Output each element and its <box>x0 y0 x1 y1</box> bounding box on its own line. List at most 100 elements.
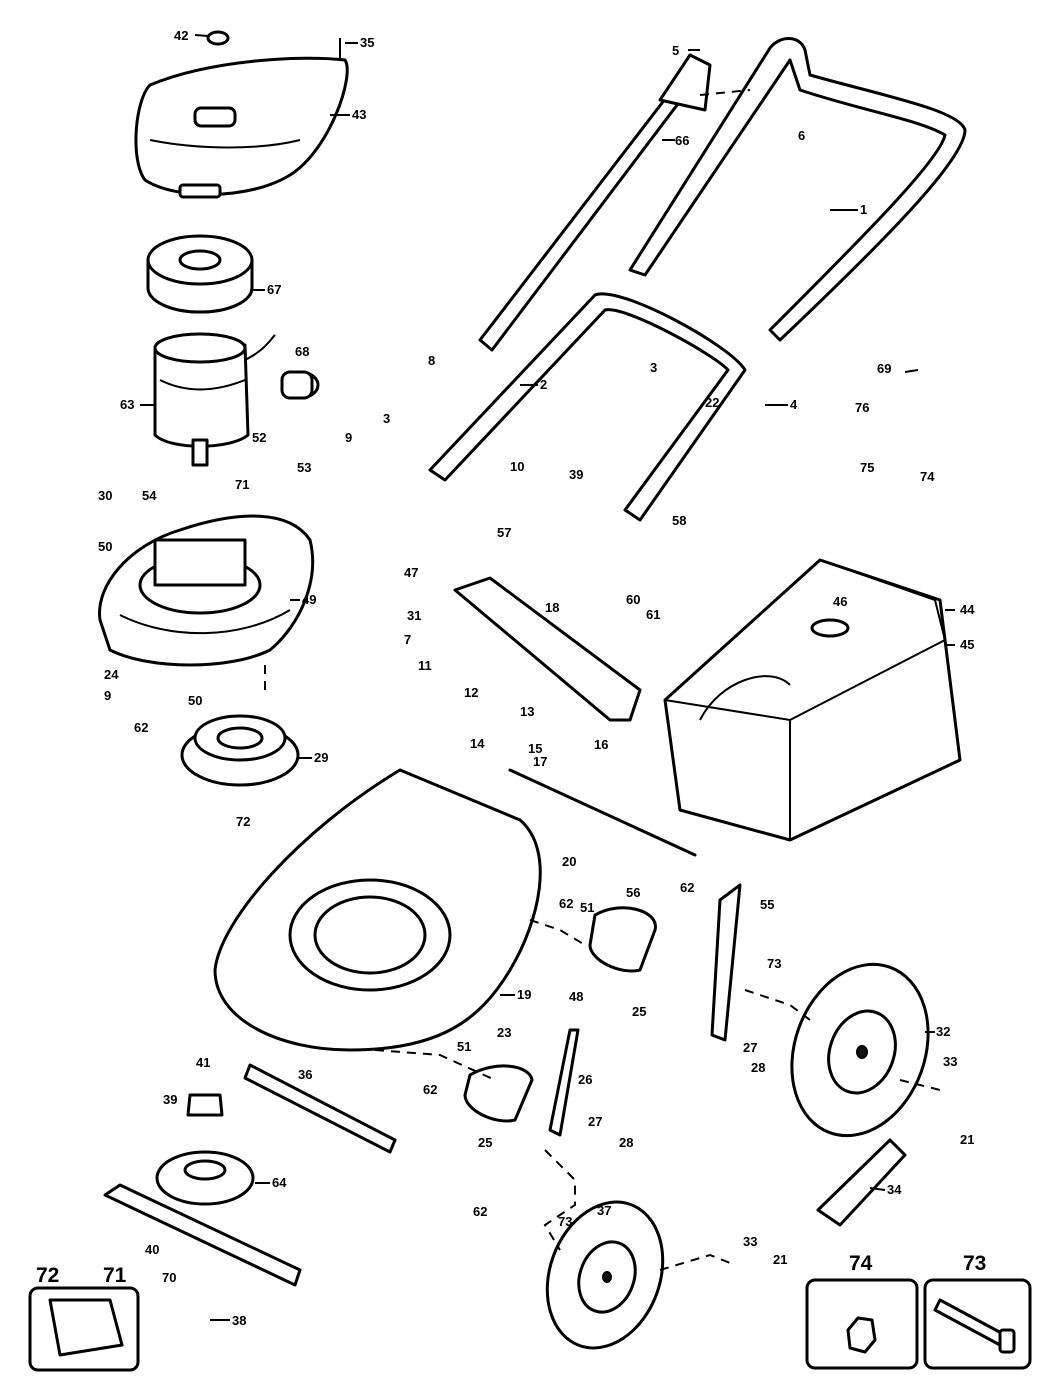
callout-13: 13 <box>520 704 534 719</box>
callout-68: 68 <box>295 344 309 359</box>
leader-lines <box>140 34 955 1321</box>
callout-15: 15 <box>528 741 542 756</box>
callout-35: 35 <box>360 35 374 50</box>
callout-66: 66 <box>675 133 689 148</box>
fan-67 <box>146 234 254 314</box>
plate-56 <box>588 906 657 973</box>
callout-22: 22 <box>705 395 719 410</box>
callout-17: 17 <box>533 754 547 769</box>
callout-38: 38 <box>232 1313 246 1328</box>
capacitor-68 <box>280 370 320 400</box>
cup-29 <box>180 714 300 787</box>
callout-2: 2 <box>540 377 547 392</box>
callout-52: 52 <box>252 430 266 445</box>
callout-61: 61 <box>646 607 660 622</box>
callout-60: 60 <box>626 592 640 607</box>
callout-42: 42 <box>174 28 188 43</box>
callout-12: 12 <box>464 685 478 700</box>
callout-27-right: 27 <box>743 1040 757 1055</box>
lever-26 <box>548 1028 580 1137</box>
callout-21-right: 21 <box>960 1132 974 1147</box>
callout-71: 71 <box>235 477 249 492</box>
callout-3-right: 3 <box>650 360 657 375</box>
callout-46: 46 <box>833 594 847 609</box>
bar-36 <box>243 1063 397 1154</box>
callout-44: 44 <box>960 602 975 617</box>
callout-58: 58 <box>672 513 686 528</box>
callout-56: 56 <box>626 885 640 900</box>
motor-housing-49 <box>98 514 315 667</box>
rear-axle-17 <box>508 768 697 857</box>
inset-bag-72-71: 72 71 <box>28 1264 140 1372</box>
callout-64: 64 <box>272 1175 287 1190</box>
callout-30: 30 <box>98 488 112 503</box>
callout-19: 19 <box>517 987 531 1002</box>
callout-47: 47 <box>404 565 418 580</box>
callout-62-top: 62 <box>680 880 694 895</box>
callout-39-upper: 39 <box>569 467 583 482</box>
callout-72: 72 <box>236 814 250 829</box>
grass-box-44-45 <box>663 558 962 842</box>
lower-handle-2 <box>428 292 747 522</box>
callout-10: 10 <box>510 459 524 474</box>
callout-53: 53 <box>297 460 311 475</box>
callout-45: 45 <box>960 637 974 652</box>
blade-40 <box>103 1183 302 1287</box>
callout-9-bottom: 9 <box>104 688 111 703</box>
callout-33-right: 33 <box>943 1054 957 1069</box>
callout-70: 70 <box>162 1270 176 1285</box>
callout-49: 49 <box>302 592 316 607</box>
switch-5 <box>658 53 712 112</box>
upper-handle-1 <box>478 37 967 352</box>
callout-32: 32 <box>936 1024 950 1039</box>
callout-51-bottom: 51 <box>457 1039 471 1054</box>
callout-62-lower: 62 <box>423 1082 437 1097</box>
callout-9-top: 9 <box>345 430 352 445</box>
callout-50-bottom: 50 <box>188 693 202 708</box>
callout-74: 74 <box>920 469 935 484</box>
callout-37: 37 <box>597 1203 611 1218</box>
callout-27-left: 27 <box>588 1114 602 1129</box>
callout-3-left: 3 <box>383 411 390 426</box>
callout-23: 23 <box>497 1025 511 1040</box>
callout-57: 57 <box>497 525 511 540</box>
bag-label-72: 72 <box>36 1264 59 1287</box>
callout-16: 16 <box>594 737 608 752</box>
callout-50-top: 50 <box>98 539 112 554</box>
callout-14: 14 <box>470 736 485 751</box>
callout-20: 20 <box>562 854 576 869</box>
front-wheel-37 <box>545 1200 665 1350</box>
callout-25-right: 25 <box>632 1004 646 1019</box>
callout-73-left: 73 <box>558 1214 572 1229</box>
callout-75: 75 <box>860 460 874 475</box>
callout-67: 67 <box>267 282 281 297</box>
nut-label: 74 <box>849 1252 873 1275</box>
callout-31: 31 <box>407 608 421 623</box>
callout-51-top: 51 <box>580 900 594 915</box>
callout-43: 43 <box>352 107 366 122</box>
callout-39: 39 <box>163 1092 177 1107</box>
adapter-39 <box>186 1093 224 1117</box>
callout-41: 41 <box>196 1055 210 1070</box>
motor-cover <box>134 30 349 199</box>
callout-21-left: 21 <box>773 1252 787 1267</box>
inset-bolt-73: 73 <box>923 1252 1032 1370</box>
blade-hub-64 <box>155 1150 255 1206</box>
deck-19 <box>213 768 542 1052</box>
spanner-34 <box>816 1138 907 1227</box>
callout-40: 40 <box>145 1242 159 1257</box>
callout-76: 76 <box>855 400 869 415</box>
bag-label-71: 71 <box>103 1264 127 1287</box>
callout-labels: 42 35 43 67 68 63 9 52 53 71 30 54 50 49… <box>98 28 975 1328</box>
callout-36: 36 <box>298 1067 312 1082</box>
callout-34: 34 <box>887 1182 902 1197</box>
lever-55 <box>710 883 742 1042</box>
callout-18: 18 <box>545 600 559 615</box>
callout-8: 8 <box>428 353 435 368</box>
callout-4: 4 <box>790 397 798 412</box>
callout-54: 54 <box>142 488 157 503</box>
callout-5: 5 <box>672 43 679 58</box>
callout-29: 29 <box>314 750 328 765</box>
callout-24: 24 <box>104 667 119 682</box>
